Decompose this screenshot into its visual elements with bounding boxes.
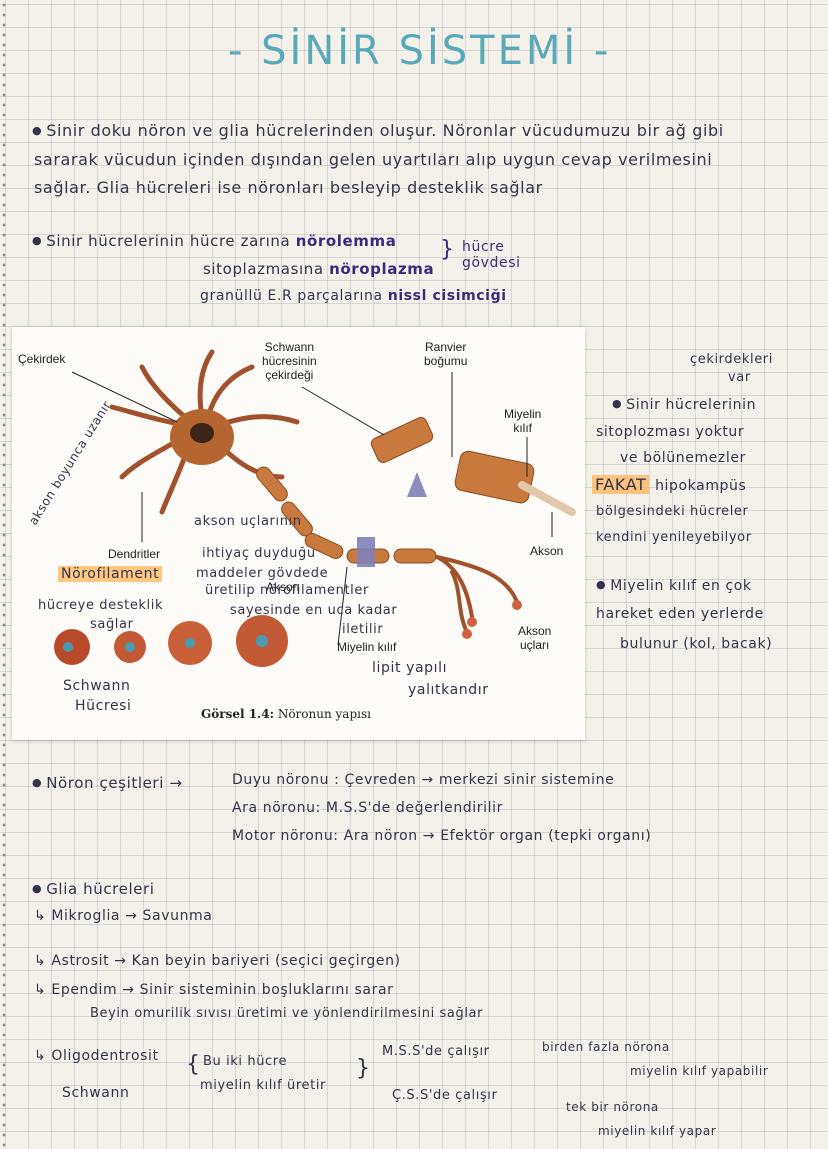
note-lipit-2: yalıtkandır [408,682,489,698]
label-nucleus: Çekirdek [18,352,66,366]
page-title: - SİNİR SİSTEMİ - [228,28,612,74]
label-schwann-nucleus: Schwann hücresinin çekirdeği [262,340,317,382]
note-schwann-2: Hücresi [75,698,132,714]
glia-tek-2: miyelin kılıf yapar [598,1124,717,1138]
note-lipit-1: lipit yapılı [372,660,448,676]
note-side-3: ve bölünemezler [620,450,746,466]
note-norofilament: Nörofilament [58,566,163,582]
note-ihtiyac: ihtiyaç duyduğu [202,546,316,561]
note-maddeler: maddeler gövdede [196,566,329,581]
glia-item-1: ↳ Mikroglia → Savunma [34,908,213,924]
glia-heading: Glia hücreleri [32,880,155,898]
note-sayesinde: sayesinde en uca kadar [230,603,398,618]
note-side-5: bölgesindeki hücreler [596,504,749,519]
glia-mss: M.S.S'de çalışır [382,1044,490,1059]
label-axon-terminals: Akson uçları [518,624,552,652]
label-ranvier: Ranvier boğumu [424,340,468,368]
note-uretilip: üretilip nörofilamentler [205,583,369,598]
glia-item-4b: Schwann [62,1085,130,1101]
glia-item-2: ↳ Astrosit → Kan beyin bariyeri (seçici … [34,953,401,969]
note-hucreye: hücreye desteklik [38,598,164,613]
neuron-illustration [54,349,576,667]
terminal-knobs [462,600,522,639]
glia-tek: tek bir nörona [566,1100,659,1114]
spiral-binding [0,0,8,1149]
note-akson-uclari: akson uçlarının [194,514,302,529]
note-myelin-3: bulunur (kol, bacak) [620,636,773,652]
note-var: var [728,370,751,385]
glia-cok-2: miyelin kılıf yapabilir [630,1064,769,1078]
glia-item-3b: Beyin omurilik sıvısı üretimi ve yönlend… [90,1006,484,1021]
note-myelin-1: Miyelin kılıf en çok [596,578,752,594]
label-dendrites: Dendritler [108,547,161,561]
note-iletilir: iletilir [342,622,384,637]
intro-line-2: sararak vücudun içinden dışından gelen u… [34,150,713,169]
glia-miyelin-uretir: miyelin kılıf üretir [200,1078,326,1093]
figure-caption: Görsel 1.4: Nöronun yapısı [201,707,371,721]
label-myelin-bottom: Miyelin kılıf [337,640,397,654]
note-schwann-1: Schwann [63,678,131,694]
nucleus [190,423,214,443]
note-myelin-2: hareket eden yerlerde [596,606,764,622]
glia-bu-iki: Bu iki hücre [203,1054,288,1069]
label-axon-right: Akson [530,544,564,558]
glia-brace-right-icon: } [356,1056,371,1081]
neuron-type-2: Ara nöronu: M.S.S'de değerlendirilir [232,800,503,816]
intro-line-3: sağlar. Glia hücreleri ise nöronları bes… [34,178,543,197]
note-fakat: FAKAT hipokampüs [592,475,746,494]
note-saglar: sağlar [90,617,134,632]
glia-item-3: ↳ Ependim → Sinir sisteminin boşlukların… [34,982,394,998]
note-side-1: Sinir hücrelerinin [612,397,756,413]
axon-terminals-drawing [435,555,519,634]
neuron-type-3: Motor nöronu: Ara nöron → Efektör organ … [232,828,652,844]
cells-line-3: granüllü E.R parçalarına nissl cisimciği [200,288,507,304]
schwann-cross-sections [54,615,288,667]
note-cekirdekleri: çekirdekleri [690,352,773,367]
label-myelin-top: Miyelin kılıf [504,407,542,435]
brace-icon: } [440,237,455,262]
label-axon-mid: Akson [266,580,300,594]
neuron-figure: Çekirdek Schwann hücresinin çekirdeği Ra… [12,327,585,740]
myelin-segments [256,417,535,564]
glia-item-4a: ↳ Oligodentrosit [34,1048,159,1064]
leader-lines [71,371,553,646]
neuron-types-label: Nöron çeşitleri → [32,774,183,792]
flow-arrows [357,472,427,567]
note-side-2: sitoplozması yoktur [596,424,745,440]
glia-cok: birden fazla nörona [542,1040,670,1054]
glia-brace-icon: { [186,1052,201,1077]
note-side-6: kendini yenileyebilyor [596,530,752,545]
intro-line-1: Sinir doku nöron ve glia hücrelerinden o… [32,121,724,140]
exposed-axon [518,481,576,516]
cells-line-1: Sinir hücrelerinin hücre zarına nörolemm… [32,232,396,250]
cells-line-2: sitoplazmasına nöroplazma [203,260,435,278]
neuron-type-1: Duyu nöronu : Çevreden → merkezi sinir s… [232,772,615,788]
glia-css: Ç.S.S'de çalışır [392,1088,498,1103]
